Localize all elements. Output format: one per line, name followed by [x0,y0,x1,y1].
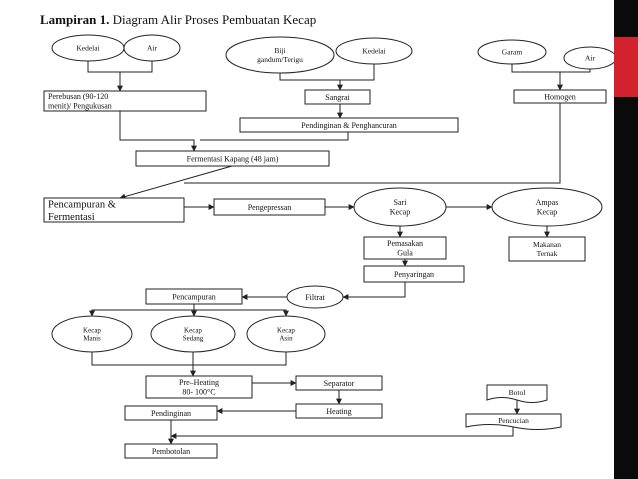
node-label-kecap-asin: Kecap [277,326,295,334]
node-label-botol: Botol [509,388,526,397]
node-label-pemasakan: Gula [397,249,413,258]
node-label-makanan-ternak: Ternak [537,249,558,258]
node-pencampuran-fermentasi: Pencampuran & Fermentasi [43,197,185,223]
node-pencampuran2: Pencampuran [145,288,243,305]
connector-8 [119,111,197,152]
connector-22 [194,309,289,317]
node-kedelai1: Kedelai [51,34,125,62]
node-pengepresan: Pengepressan [213,198,326,216]
node-label-filtrat: Filtrat [305,293,325,302]
node-label-ampas-kecap: Ampas [536,198,559,207]
connector-23 [91,352,287,366]
node-label-biji: gandum/Terigu [257,55,303,64]
node-label-kedelai2: Kedelai [362,47,385,56]
connector-3 [279,64,375,81]
node-pendinginan2: Pendinginan [124,405,218,421]
node-label-pemasakan: Pemasakan [387,239,423,248]
node-label-kecap-asin: Asin [279,335,293,343]
connector-9 [200,132,349,141]
node-label-kecap-manis: Kecap [83,326,101,334]
connector-10 [184,103,561,184]
node-label-pencampuran-fermentasi: Fermentasi [48,212,95,223]
connector-1 [87,61,153,73]
node-fermentasi-kapang: Fermentasi Kapang (48 jam) [135,150,330,167]
node-garam: Garam [477,39,547,65]
node-botol: Botol [486,384,548,403]
node-label-heating: Heating [326,407,351,416]
node-label-sari-kecap: Kecap [390,208,410,217]
node-separator: Separator [295,375,383,391]
node-label-pencucian: Pencucian [498,416,529,425]
node-homogen: Homogen [513,89,607,104]
flow-connectors [87,61,591,445]
node-air1: Air [123,34,181,62]
node-label-sangrai: Sangrai [325,93,350,102]
node-kedelai2: Kedelai [335,37,413,65]
node-label-homogen: Homogen [544,92,576,101]
title-text: Diagram Alir Proses Pembuatan Kecap [112,12,317,27]
node-sangrai: Sangrai [304,89,371,105]
node-label-air1: Air [147,44,158,53]
diagram-title: Lampiran 1. Diagram Alir Proses Pembuata… [40,12,316,28]
node-label-pendinginan2: Pendinginan [151,409,191,418]
connector-11 [119,165,233,200]
title-label: Lampiran 1. [40,12,110,27]
node-label-pendinginan1: Pendinginan & Penghancuran [301,121,397,130]
node-label-kedelai1: Kedelai [76,44,99,53]
node-label-pembotolan: Pembotolan [152,447,190,456]
node-label-perebusan: menit)/ Pengukusan [48,102,112,111]
node-pencucian: Pencucian [465,413,562,430]
node-heating: Heating [295,403,383,419]
sidebar-accent [614,37,638,97]
node-label-separator: Separator [324,379,355,388]
node-pendinginan1: Pendinginan & Penghancuran [239,117,459,133]
node-label-penyaringan: Penyaringan [394,270,434,279]
node-label-kecap-sedang: Kecap [184,326,202,334]
node-penyaringan: Penyaringan [363,265,465,283]
node-label-kecap-manis: Manis [83,335,101,343]
connector-18 [342,282,406,300]
node-filtrat: Filtrat [286,285,344,309]
node-label-preheating: 80- 100°C [182,388,215,397]
node-label-makanan-ternak: Makanan [533,240,561,249]
node-label-preheating: Pre–Heating [179,378,219,387]
connector-21 [89,309,194,317]
node-label-sari-kecap: Sari [394,198,408,207]
node-label-pengepresan: Pengepressan [248,203,292,212]
node-label-fermentasi-kapang: Fermentasi Kapang (48 jam) [187,154,279,163]
node-label-perebusan: Perebusan (90-120 [48,92,108,101]
node-air2: Air [563,46,617,70]
connector-5 [511,64,591,73]
slide-sidebar [614,0,638,479]
node-label-kecap-sedang: Sedang [183,335,204,343]
node-label-pencampuran-fermentasi: Pencampuran & [48,199,116,210]
node-label-ampas-kecap: Kecap [537,208,557,217]
node-label-air2: Air [585,54,596,63]
node-label-garam: Garam [502,48,523,57]
node-pembotolan: Pembotolan [124,443,218,459]
node-label-biji: Biji [274,46,285,55]
connector-30 [170,427,514,439]
node-label-pencampuran2: Pencampuran [172,292,216,301]
